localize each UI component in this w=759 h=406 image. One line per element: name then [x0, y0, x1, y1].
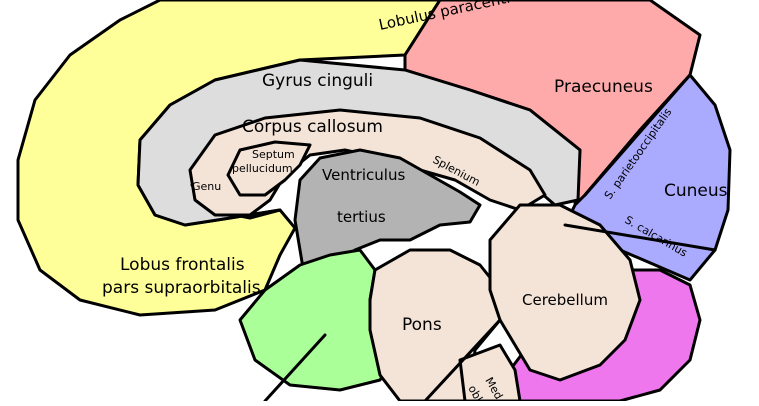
pointer-line-2 [423, 318, 502, 403]
label-genu: Genu [192, 180, 221, 193]
medulla-oblongata [458, 343, 522, 403]
label-frontalis-1: Lobus frontalis [120, 255, 245, 275]
label-septum-2: pellucidum [232, 162, 293, 175]
septum-pellucidum [226, 140, 312, 197]
sulcus-parietooccipitalis-line [583, 73, 692, 197]
corpus-callosum [188, 108, 547, 217]
label-cerebellum: Cerebellum [522, 291, 608, 309]
cerebellum-arbor [488, 203, 642, 382]
label-gyrus-cinguli: Gyrus cinguli [262, 71, 373, 91]
label-praecuneus: Praecuneus [554, 77, 653, 97]
label-frontalis-2: pars supraorbitalis [102, 278, 261, 298]
pointer-line-1 [263, 333, 327, 403]
label-pons: Pons [402, 315, 442, 335]
label-cuneus: Cuneus [664, 181, 728, 201]
label-ventriculus-1: Ventriculus [322, 166, 405, 184]
label-ventriculus-2: tertius [337, 208, 386, 226]
label-septum-1: Septum [252, 148, 295, 161]
sulcus-calcarinus-line [563, 223, 717, 252]
label-corpus-callosum: Corpus callosum [242, 117, 383, 137]
